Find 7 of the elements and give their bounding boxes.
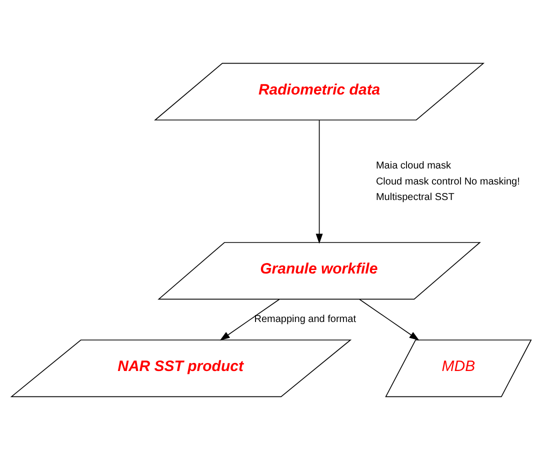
arrow <box>316 119 323 244</box>
arrow <box>220 298 280 340</box>
edge-label: Remapping and format <box>254 314 356 325</box>
label: Cloud mask control No masking! <box>376 176 520 187</box>
label: Maia cloud mask <box>376 160 451 171</box>
arrow <box>359 298 420 340</box>
label: Multispectral SST <box>376 192 454 203</box>
